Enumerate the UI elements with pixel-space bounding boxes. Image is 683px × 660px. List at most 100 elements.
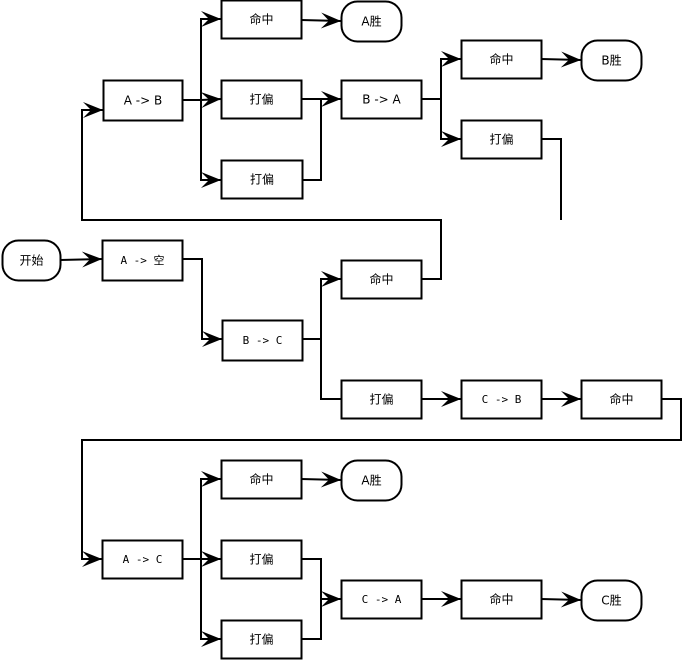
arrowhead-icon — [321, 271, 341, 287]
terminal-node-ab_win: A胜 — [340, 0, 403, 43]
arrowhead-icon — [441, 131, 461, 147]
arrowhead-icon — [201, 172, 221, 188]
node-label: 命中 — [369, 272, 393, 287]
edge-ab_miss2-to-b_a — [302, 99, 322, 181]
terminal-node-start: 开始 — [1, 239, 62, 282]
process-node-a_c: A -> C — [101, 539, 184, 580]
edge-a_b-to-ab_hit — [182, 18, 221, 101]
node-label: B -> C — [243, 334, 283, 347]
arrowhead-icon — [200, 92, 221, 108]
process-box — [340, 79, 423, 120]
process-node-ca_hit: 命中 — [460, 579, 543, 620]
arrowhead-icon — [81, 251, 102, 268]
process-box — [220, 459, 303, 500]
edge-bc_hit-to-a_b — [81, 109, 442, 280]
process-box — [220, 619, 303, 660]
node-label: 命中 — [249, 472, 273, 487]
process-node-b_a: B -> A — [340, 79, 423, 120]
process-box — [460, 579, 543, 620]
terminal-shape — [340, 0, 403, 43]
arrowhead-icon — [201, 471, 221, 487]
process-box — [220, 79, 303, 120]
node-label: A胜 — [361, 14, 381, 29]
node-label: A -> B — [124, 94, 162, 108]
arrowhead-icon — [320, 471, 341, 488]
process-node-ab_miss1: 打偏 — [220, 79, 303, 120]
process-node-ba_hit: 命中 — [460, 39, 543, 80]
terminal-shape — [340, 459, 403, 502]
process-node-ac_hit: 命中 — [220, 459, 303, 500]
edge-ba_miss-to-a_b — [541, 138, 562, 220]
process-node-bc_miss: 打偏 — [340, 379, 423, 420]
edge-a_c-to-ac_hit — [182, 478, 221, 560]
terminal-shape — [1, 239, 62, 282]
arrowhead-icon — [201, 551, 221, 567]
terminal-node-ac_win: A胜 — [340, 459, 403, 502]
terminal-shape — [580, 39, 643, 82]
node-label: 打偏 — [369, 392, 393, 407]
process-box — [220, 0, 303, 40]
process-box — [460, 379, 543, 420]
process-box — [340, 579, 423, 620]
arrowhead-icon — [321, 591, 341, 607]
node-label: 打偏 — [489, 132, 513, 147]
node-label: C胜 — [601, 593, 621, 608]
node-label: A胜 — [361, 473, 381, 488]
node-label: 打偏 — [250, 172, 274, 187]
node-label: 命中 — [489, 592, 513, 607]
process-node-ab_miss2: 打偏 — [220, 159, 304, 200]
process-box — [220, 539, 303, 580]
arrowhead-icon — [561, 391, 581, 407]
arrowhead-icon — [82, 551, 102, 567]
process-node-ab_hit: 命中 — [220, 0, 303, 40]
process-node-a_b: A -> B — [102, 79, 184, 122]
process-node-ac_miss2: 打偏 — [220, 619, 303, 660]
edge-cb_hit-to-a_c — [81, 398, 682, 560]
process-node-c_b: C -> B — [460, 379, 543, 420]
node-label: 打偏 — [249, 552, 273, 567]
arrowhead-icon — [441, 391, 461, 407]
process-box — [460, 119, 543, 160]
process-node-bc_hit: 命中 — [340, 259, 423, 300]
node-label: C -> A — [362, 593, 402, 606]
node-label: A -> C — [123, 553, 163, 566]
process-node-b_c: B -> C — [221, 319, 304, 362]
process-node-ba_miss: 打偏 — [460, 119, 543, 160]
process-box — [102, 79, 184, 122]
process-box — [220, 159, 304, 200]
edge-a_c-to-ac_miss2 — [200, 559, 221, 640]
arrowhead-icon — [83, 102, 103, 118]
terminal-node-ca_win: C胜 — [580, 579, 643, 622]
node-label: B胜 — [601, 53, 621, 68]
process-box — [460, 39, 543, 80]
node-label: 命中 — [609, 392, 633, 407]
terminal-node-ba_win: B胜 — [580, 39, 643, 82]
node-label: 打偏 — [249, 92, 273, 107]
arrowhead-icon — [201, 631, 221, 647]
process-box — [101, 539, 184, 580]
node-label: C -> B — [482, 393, 522, 406]
node-label: B -> A — [362, 93, 401, 107]
process-box — [101, 239, 184, 282]
process-box — [580, 379, 663, 420]
edge-a_b-to-ab_miss2 — [200, 100, 221, 181]
node-label: 命中 — [249, 12, 273, 27]
edge-a_empty-to-b_c — [182, 258, 222, 340]
process-node-a_empty: A -> 空 — [101, 239, 184, 282]
node-label: 开始 — [19, 254, 43, 268]
process-box — [340, 379, 423, 420]
edge-ac_miss1-to-c_a — [301, 558, 341, 600]
process-box — [221, 319, 304, 362]
arrowhead-icon — [560, 591, 581, 608]
arrowhead-icon — [201, 11, 221, 27]
process-node-cb_hit: 命中 — [580, 379, 663, 420]
process-node-ac_miss1: 打偏 — [220, 539, 303, 580]
node-label: A -> 空 — [120, 253, 164, 267]
edge-ac_miss2-to-c_a — [301, 599, 322, 640]
process-box — [340, 259, 423, 300]
edges-layer — [59, 11, 682, 647]
arrowhead-icon — [441, 51, 461, 67]
arrowhead-icon — [441, 591, 461, 607]
